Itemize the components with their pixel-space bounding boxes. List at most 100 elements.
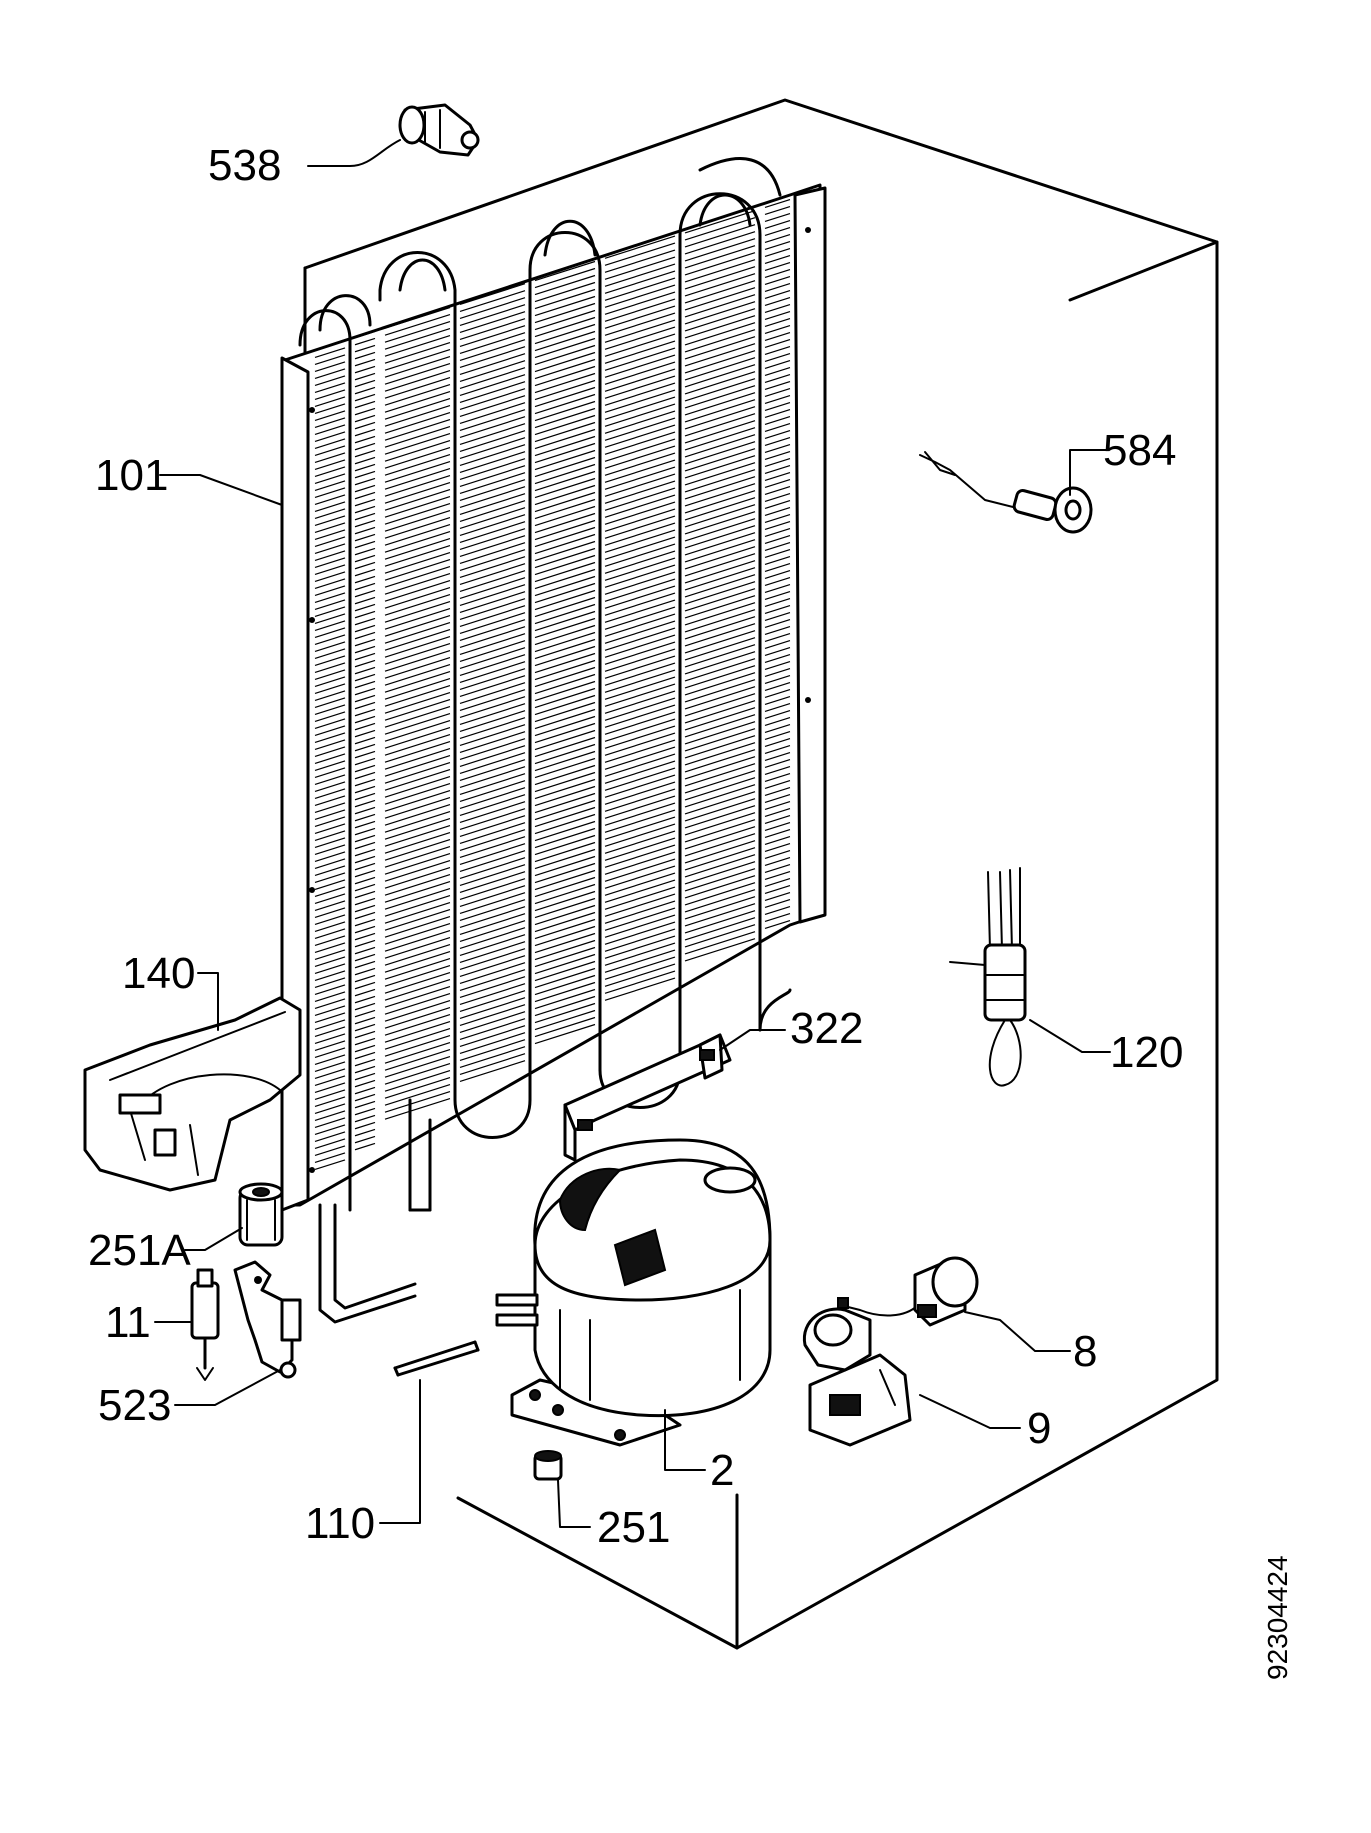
- fin-line: [354, 974, 376, 983]
- fin-line: [604, 445, 676, 469]
- fin-line: [534, 869, 596, 891]
- fin-line: [764, 394, 791, 405]
- fin-line: [314, 956, 346, 968]
- fin-line: [314, 753, 346, 765]
- fin-line: [384, 376, 451, 399]
- fin-line: [354, 575, 376, 584]
- fin-line: [459, 696, 526, 718]
- fin-line: [459, 591, 526, 613]
- fin-line: [354, 995, 376, 1004]
- fin-line: [384, 1034, 451, 1057]
- fin-line: [764, 380, 791, 391]
- fin-line: [534, 792, 596, 814]
- fin-line: [534, 442, 596, 464]
- fin-line: [354, 337, 376, 346]
- fin-line: [684, 210, 756, 234]
- fin-line: [534, 309, 596, 331]
- fin-line: [764, 261, 791, 272]
- fin-line: [604, 543, 676, 567]
- fin-line: [384, 922, 451, 945]
- fin-line: [764, 520, 791, 531]
- fin-line: [534, 358, 596, 380]
- fin-line: [604, 235, 676, 259]
- callout-538: 538: [208, 141, 281, 190]
- fin-line: [684, 595, 756, 619]
- fin-line: [384, 915, 451, 938]
- fin-line: [534, 631, 596, 653]
- fin-line: [354, 750, 376, 759]
- fin-line: [384, 362, 451, 385]
- fin-line: [384, 705, 451, 728]
- fin-line: [604, 480, 676, 504]
- fin-line: [314, 1033, 346, 1045]
- fin-line: [534, 722, 596, 744]
- fin-line: [384, 306, 451, 329]
- fin-line: [684, 294, 756, 318]
- fin-line: [764, 863, 791, 874]
- fin-line: [604, 340, 676, 364]
- fin-line: [314, 382, 346, 394]
- fin-line: [534, 533, 596, 555]
- fin-line: [314, 816, 346, 828]
- fin-line: [354, 883, 376, 892]
- fin-line: [534, 260, 596, 282]
- fin-line: [604, 914, 676, 938]
- fin-line: [534, 477, 596, 499]
- fin-line: [684, 357, 756, 381]
- fin-line: [684, 266, 756, 290]
- fin-line: [314, 389, 346, 401]
- fin-line: [604, 613, 676, 637]
- fin-line: [384, 390, 451, 413]
- fin-line: [384, 761, 451, 784]
- fin-line: [534, 596, 596, 618]
- fin-line: [764, 576, 791, 587]
- fin-line: [764, 478, 791, 489]
- fin-line: [534, 904, 596, 926]
- fin-line: [354, 1065, 376, 1074]
- fin-line: [684, 434, 756, 458]
- fin-line: [684, 490, 756, 514]
- fin-line: [354, 645, 376, 654]
- fin-line: [354, 911, 376, 920]
- fin-line: [314, 914, 346, 926]
- fin-line: [604, 494, 676, 518]
- fin-line: [764, 450, 791, 461]
- fin-line: [534, 547, 596, 569]
- fin-line: [534, 673, 596, 695]
- fin-line: [604, 473, 676, 497]
- fin-line: [314, 865, 346, 877]
- fin-line: [604, 823, 676, 847]
- fin-line: [314, 963, 346, 975]
- fin-line: [684, 819, 756, 843]
- fin-line: [764, 625, 791, 636]
- fin-line: [354, 771, 376, 780]
- fin-line: [384, 355, 451, 378]
- fin-line: [384, 1069, 451, 1092]
- fin-line: [384, 551, 451, 574]
- fin-line: [534, 834, 596, 856]
- fin-line: [604, 368, 676, 392]
- fin-line: [384, 607, 451, 630]
- fin-line: [764, 282, 791, 293]
- fin-line: [534, 1009, 596, 1031]
- fin-line: [459, 850, 526, 872]
- fin-line: [384, 894, 451, 917]
- fin-line: [459, 619, 526, 641]
- fin-line: [534, 505, 596, 527]
- fin-line: [604, 900, 676, 924]
- fin-line: [684, 231, 756, 255]
- fin-line: [354, 799, 376, 808]
- fin-line: [684, 700, 756, 724]
- fin-line: [534, 960, 596, 982]
- fin-line: [384, 775, 451, 798]
- fin-line: [314, 851, 346, 863]
- fin-line: [354, 694, 376, 703]
- fin-line: [534, 785, 596, 807]
- fin-line: [534, 351, 596, 373]
- fin-line: [764, 373, 791, 384]
- fin-line: [684, 252, 756, 276]
- fin-line: [314, 837, 346, 849]
- fin-line: [459, 661, 526, 683]
- fin-line: [384, 950, 451, 973]
- fin-line: [764, 240, 791, 251]
